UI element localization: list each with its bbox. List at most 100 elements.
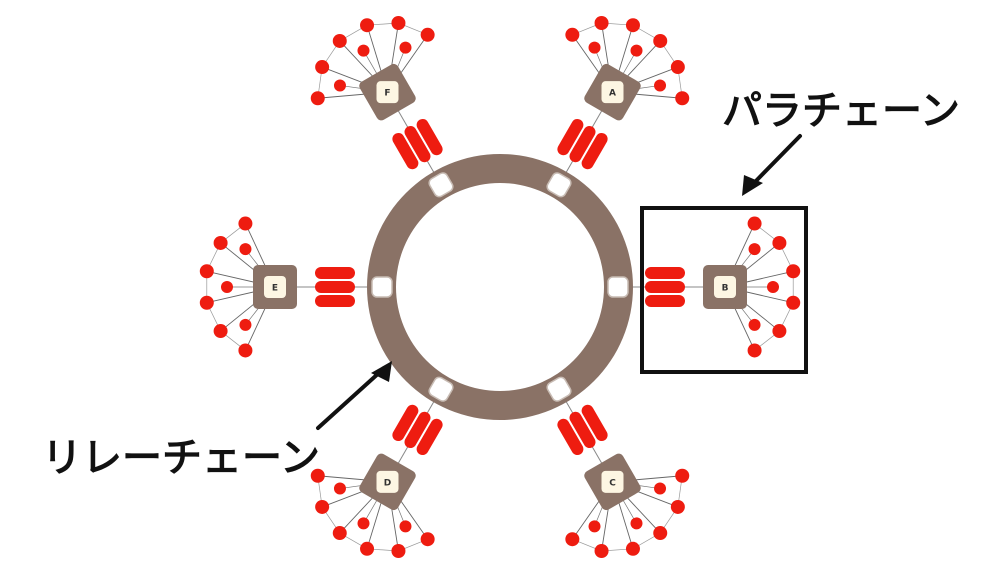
- collator-node: [767, 281, 779, 293]
- collator-node: [594, 16, 609, 31]
- collator-node: [420, 532, 435, 547]
- parachain-label-a: A: [609, 89, 616, 99]
- bridge-bar: [404, 411, 431, 449]
- parachain-label-e: E: [272, 284, 278, 294]
- collator-node: [625, 18, 640, 33]
- collator-node: [748, 318, 761, 331]
- collator-node: [747, 343, 762, 358]
- collator-node: [315, 60, 330, 75]
- collator-node: [630, 44, 643, 57]
- bridge-bar: [392, 404, 419, 442]
- bridge-bar: [569, 125, 596, 163]
- collator-node: [399, 41, 412, 54]
- parachain-inner-b: [714, 276, 736, 298]
- collator-node: [653, 33, 668, 48]
- collator-node: [310, 91, 325, 106]
- parachain-inner-e: [264, 276, 286, 298]
- collator-node: [239, 318, 252, 331]
- bridge-bar: [557, 418, 584, 456]
- relay-ring: [367, 154, 633, 420]
- collator-node: [625, 541, 640, 556]
- parachain-highlight-frame: [640, 206, 808, 374]
- parachain-inner-c: [601, 470, 624, 493]
- collator-node: [332, 33, 347, 48]
- collator-node: [315, 499, 330, 514]
- collator-node: [565, 532, 580, 547]
- collator-node: [333, 482, 346, 495]
- collator-node: [675, 91, 690, 106]
- relaychain-label: リレーチェーン: [42, 435, 320, 481]
- collator-node: [772, 324, 787, 339]
- bridge-bar: [645, 295, 685, 307]
- bridge-bar: [315, 267, 355, 279]
- collator-node: [391, 16, 406, 31]
- relaychain-callout-arrow: [316, 370, 382, 430]
- collator-node: [310, 468, 325, 483]
- collator-node: [238, 343, 253, 358]
- bridge-bar: [557, 118, 584, 156]
- collator-node: [332, 526, 347, 541]
- parachain-inner-f: [376, 81, 399, 104]
- parachain-inner-a: [601, 81, 624, 104]
- parachain-inner-d: [376, 470, 399, 493]
- collator-node: [594, 543, 609, 558]
- relay-slot-e: [371, 276, 393, 298]
- collator-node: [391, 543, 406, 558]
- collator-node: [747, 216, 762, 231]
- collator-node: [399, 520, 412, 533]
- parachain-callout-arrow: [750, 134, 802, 187]
- collator-node: [213, 324, 228, 339]
- bridge-bar: [645, 281, 685, 293]
- collator-node: [213, 235, 228, 250]
- parachain-label-c: C: [609, 478, 616, 488]
- collator-node: [420, 27, 435, 42]
- collator-node: [357, 44, 370, 57]
- collator-node: [786, 295, 801, 310]
- parachain-label-f: F: [384, 89, 390, 99]
- relay-slots: [371, 172, 629, 402]
- relaychain-arrow-head: [371, 361, 392, 382]
- collator-node: [588, 41, 601, 54]
- highlight-group: [316, 134, 808, 430]
- bridge-bar: [581, 404, 608, 442]
- collator-node: [675, 468, 690, 483]
- collator-node: [360, 541, 375, 556]
- collator-node: [748, 243, 761, 256]
- bridge-bar: [645, 267, 685, 279]
- bridge-bar: [569, 411, 596, 449]
- collator-node: [654, 79, 667, 92]
- parachain-arrow-head: [742, 175, 763, 196]
- collator-node: [199, 295, 214, 310]
- collator-node: [357, 517, 370, 530]
- collator-node: [670, 499, 685, 514]
- relay-chain: [367, 154, 633, 420]
- collator-node: [565, 27, 580, 42]
- collator-node: [630, 517, 643, 530]
- collator-node: [333, 79, 346, 92]
- bridge-bar: [416, 418, 443, 456]
- bridge-bars: [315, 118, 685, 456]
- collator-node: [588, 520, 601, 533]
- collator-node: [772, 235, 787, 250]
- collator-node: [786, 264, 801, 279]
- bridge-bar: [581, 132, 608, 170]
- relay-slot-a: [546, 172, 572, 198]
- relay-slot-f: [428, 172, 454, 198]
- bridge-bar: [315, 295, 355, 307]
- parachain-label: パラチェーン: [722, 88, 960, 134]
- collator-node: [360, 18, 375, 33]
- relay-slot-c: [546, 376, 572, 402]
- relay-slot-b: [607, 276, 629, 298]
- bridge-bar: [416, 118, 443, 156]
- parachain-label-b: B: [722, 284, 729, 294]
- bridge-bar: [404, 125, 431, 163]
- collator-node: [654, 482, 667, 495]
- collator-node: [199, 264, 214, 279]
- collator-node: [653, 526, 668, 541]
- relay-slot-d: [428, 376, 454, 402]
- collator-node: [670, 60, 685, 75]
- collator-node: [221, 281, 233, 293]
- collator-node: [238, 216, 253, 231]
